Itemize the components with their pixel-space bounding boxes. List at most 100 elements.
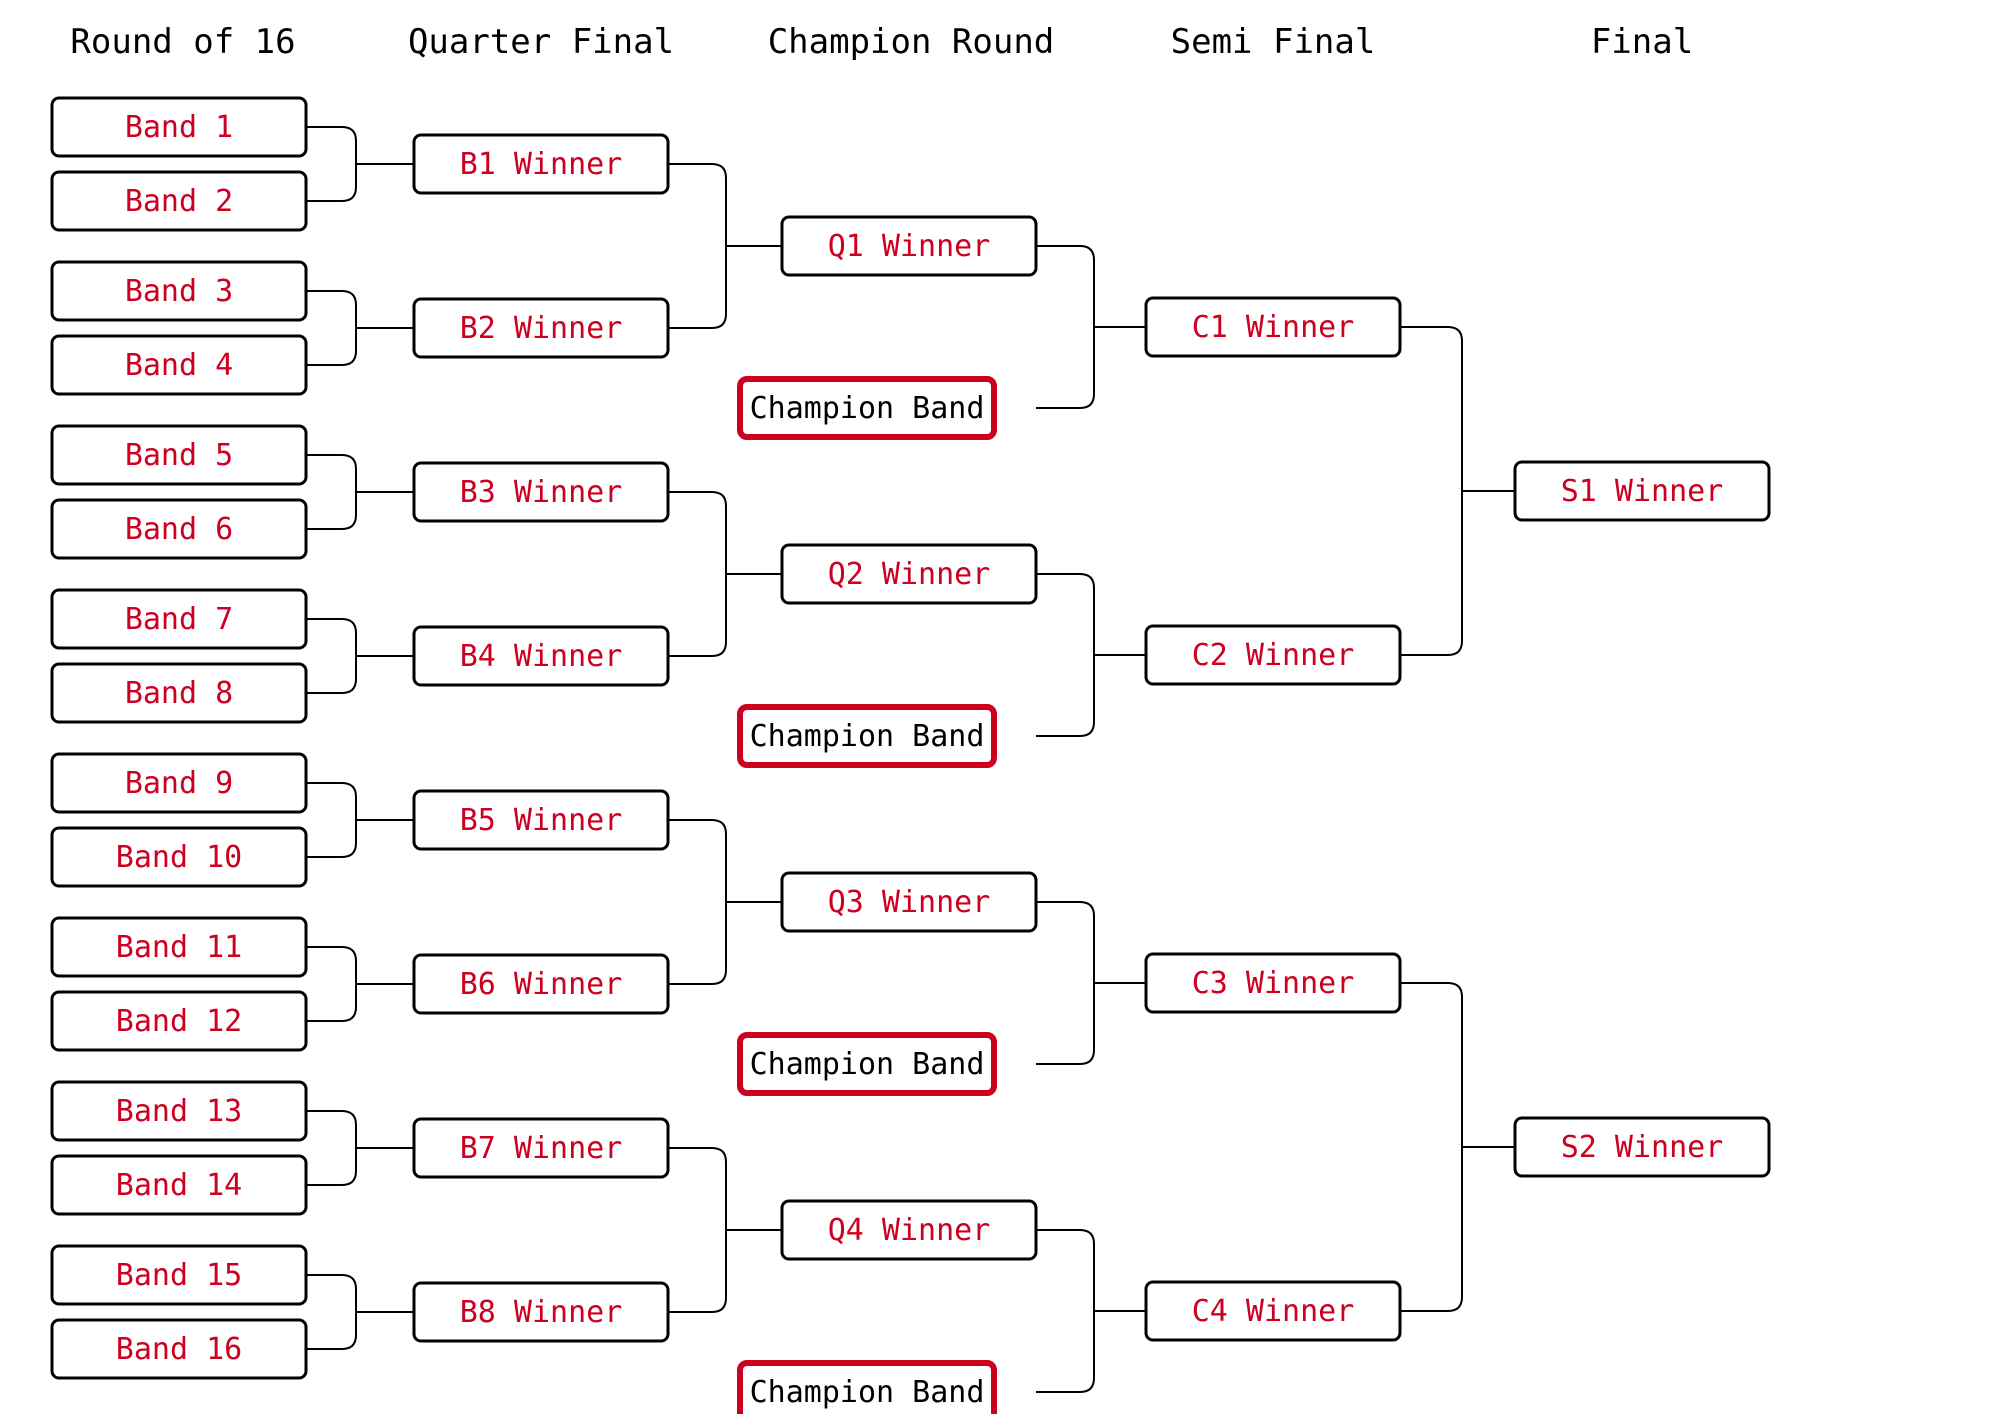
semi-final-box-1: C1 Winner [1144,296,1402,358]
band-16-box-frame [50,1318,308,1380]
champion-band-box-4: Champion Band [737,1360,997,1414]
champion-round-winner-box-2-frame [780,543,1038,605]
quarter-final-box-1: B1 Winner [412,133,670,195]
quarter-final-box-7: B7 Winner [412,1117,670,1179]
band-11-box: Band 11 [50,916,308,978]
band-13-box-label: Band 13 [116,1094,242,1129]
connector-sf-2 [1400,982,1515,1312]
band-10-box: Band 10 [50,826,308,888]
quarter-final-box-8-label: B8 Winner [460,1295,623,1330]
connector-r16-1 [306,126,414,202]
band-16-box: Band 16 [50,1318,308,1380]
champion-round-winner-box-4-frame [780,1199,1038,1261]
band-9-box-label: Band 9 [125,766,233,801]
band-14-box-label: Band 14 [116,1168,242,1203]
band-15-box: Band 15 [50,1244,308,1306]
connector-r16-2 [306,290,414,366]
semi-final-box-1-label: C1 Winner [1192,310,1355,345]
champion-band-box-4-label: Champion Band [750,1375,985,1410]
band-16-box-label: Band 16 [116,1332,242,1367]
band-9-box-frame [50,752,308,814]
band-12-box-label: Band 12 [116,1004,242,1039]
connector-r16-4 [306,618,414,694]
connector-cr-4 [1036,1229,1146,1393]
final-box-2: S2 Winner [1513,1116,1771,1178]
final-box-2-label: S2 Winner [1561,1130,1724,1165]
connector-r16-6 [306,946,414,1022]
connector-qf-4 [668,1147,782,1313]
band-14-box: Band 14 [50,1154,308,1216]
quarter-final-box-2: B2 Winner [412,297,670,359]
band-4-box: Band 4 [50,334,308,396]
round-title-round-of-16: Round of 16 [70,22,295,62]
band-7-box: Band 7 [50,588,308,650]
band-3-box-frame [50,260,308,322]
quarter-final-box-6-label: B6 Winner [460,967,623,1002]
champion-round-winner-box-1: Q1 Winner [780,215,1038,277]
connector-cr-2 [1036,573,1146,737]
connector-cr-3 [1036,901,1146,1065]
band-6-box-frame [50,498,308,560]
connector-cr-1 [1036,245,1146,409]
band-2-box-frame [50,170,308,232]
quarter-final-box-3-frame [412,461,670,523]
band-13-box: Band 13 [50,1080,308,1142]
band-7-box-frame [50,588,308,650]
quarter-final-box-1-label: B1 Winner [460,147,623,182]
champion-band-box-3: Champion Band [737,1032,997,1096]
band-11-box-frame [50,916,308,978]
quarter-final-box-5-label: B5 Winner [460,803,623,838]
quarter-final-box-1-frame [412,133,670,195]
quarter-final-box-3: B3 Winner [412,461,670,523]
semi-final-box-3-label: C3 Winner [1192,966,1355,1001]
band-6-box: Band 6 [50,498,308,560]
band-15-box-frame [50,1244,308,1306]
connector-qf-3 [668,819,782,985]
champion-round-winner-box-1-frame [780,215,1038,277]
quarter-final-box-8-frame [412,1281,670,1343]
quarter-final-box-3-label: B3 Winner [460,475,623,510]
quarter-final-box-6: B6 Winner [412,953,670,1015]
champion-round-winner-box-2-label: Q2 Winner [828,557,991,592]
band-11-box-label: Band 11 [116,930,242,965]
semi-final-box-4-frame [1144,1280,1402,1342]
champion-band-box-3-frame [737,1032,997,1096]
champion-band-box-1-frame [737,376,997,440]
semi-final-box-2-frame [1144,624,1402,686]
connector-qf-2 [668,491,782,657]
band-8-box-frame [50,662,308,724]
quarter-final-box-8: B8 Winner [412,1281,670,1343]
champion-round-winner-box-3-label: Q3 Winner [828,885,991,920]
band-5-box-label: Band 5 [125,438,233,473]
band-1-box: Band 1 [50,96,308,158]
round-title-quarter-final: Quarter Final [408,22,674,62]
quarter-final-box-2-frame [412,297,670,359]
champion-band-box-4-frame [737,1360,997,1414]
quarter-final-box-2-label: B2 Winner [460,311,623,346]
bracket-connectors [306,126,1515,1393]
champion-band-box-3-label: Champion Band [750,1047,985,1082]
band-1-box-label: Band 1 [125,110,233,145]
champion-band-box-1-label: Champion Band [750,391,985,426]
connector-sf-1 [1400,326,1515,656]
final-box-2-frame [1513,1116,1771,1178]
semi-final-box-3-frame [1144,952,1402,1014]
quarter-final-box-7-label: B7 Winner [460,1131,623,1166]
champion-round-winner-box-4-label: Q4 Winner [828,1213,991,1248]
connector-r16-3 [306,454,414,530]
final-box-1-frame [1513,460,1771,522]
connector-r16-8 [306,1274,414,1350]
band-5-box: Band 5 [50,424,308,486]
semi-final-box-3: C3 Winner [1144,952,1402,1014]
semi-final-box-4-label: C4 Winner [1192,1294,1355,1329]
band-5-box-frame [50,424,308,486]
quarter-final-box-5-frame [412,789,670,851]
semi-final-box-2-label: C2 Winner [1192,638,1355,673]
connector-r16-7 [306,1110,414,1186]
round-title-semi-final: Semi Final [1171,22,1376,62]
round-title-final: Final [1591,22,1693,62]
band-7-box-label: Band 7 [125,602,233,637]
champion-band-box-2: Champion Band [737,704,997,768]
